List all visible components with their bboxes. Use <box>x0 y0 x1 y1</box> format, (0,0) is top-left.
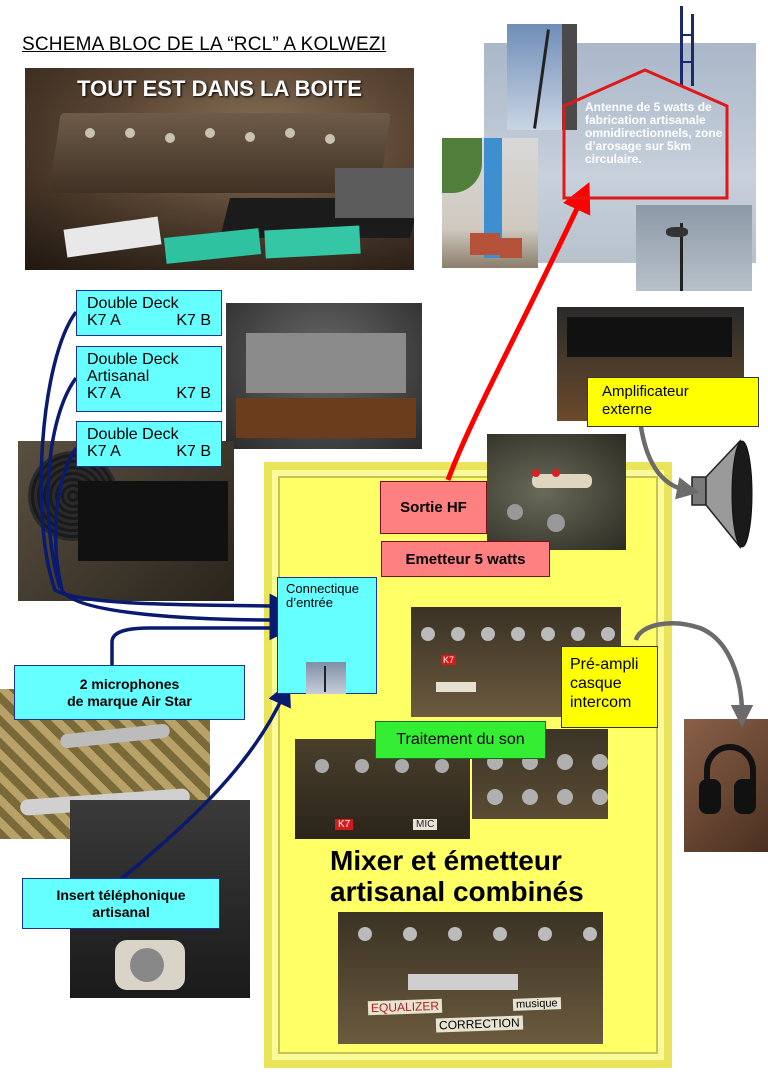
microphones-label: 2 microphones de marque Air Star <box>14 665 245 720</box>
k7-mark: K7 <box>441 655 457 665</box>
antenna-photo-dish <box>636 205 752 291</box>
deck-label-3: Double Deck K7 A K7 B <box>76 421 222 467</box>
deck-label-2: Double Deck Artisanal K7 A K7 B <box>76 346 222 412</box>
connectique-box: Connectique d’entrée <box>277 577 377 694</box>
antenna-photo-mast <box>507 24 577 130</box>
headphones-photo <box>684 719 768 852</box>
traitement-label: Traitement du son <box>375 721 546 759</box>
mic-mark: MIC <box>413 819 438 830</box>
deck-3-a: K7 A <box>87 443 121 460</box>
antenna-note: Antenne de 5 watts de fabrication artisa… <box>585 100 723 166</box>
insert-label: Insert téléphonique artisanal <box>22 878 220 929</box>
deck-3-title: Double Deck <box>87 426 179 443</box>
emetteur-label: Emetteur 5 watts <box>381 541 550 577</box>
musique-mark: musique <box>512 997 561 1011</box>
amplificateur-label: Amplificateur externe <box>587 377 759 427</box>
connectique-label: Connectique d’entrée <box>286 581 359 610</box>
page-title: SCHEMA BLOC DE LA “RCL” A KOLWEZI <box>22 34 387 55</box>
deck-2-a: K7 A <box>87 385 121 402</box>
antenna-photo-pole-base <box>442 138 538 268</box>
equalizer-mark: EQUALIZER <box>367 998 443 1016</box>
preampli-label: Pré-ampli casque intercom <box>561 646 658 728</box>
deck-label-1: Double Deck K7 A K7 B <box>76 290 222 336</box>
deck-1-title: Double Deck <box>87 295 179 312</box>
deck-2-title: Double Deck Artisanal <box>87 351 179 385</box>
cassette-box-photo: TOUT EST DANS LA BOITE <box>25 68 414 270</box>
deck-2-b: K7 B <box>176 385 211 402</box>
link-microphones <box>110 615 294 666</box>
equalizer-photo: EQUALIZER musique CORRECTION <box>338 912 603 1044</box>
transmitter-photo <box>487 434 626 550</box>
k7-mark-2: K7 <box>335 819 354 830</box>
antenna-mast-top <box>677 6 697 86</box>
box-photo-caption: TOUT EST DANS LA BOITE <box>77 76 362 101</box>
deck-3-b: K7 B <box>176 443 211 460</box>
deck-1-a: K7 A <box>87 312 121 329</box>
sortie-hf-label: Sortie HF <box>380 481 487 534</box>
mixer-title: Mixer et émetteur artisanal combinés <box>330 845 584 907</box>
correction-mark: CORRECTION <box>435 1015 523 1033</box>
speaker-icon <box>688 435 754 553</box>
connector-jack-photo <box>306 662 346 694</box>
deck-photo-1 <box>226 303 422 449</box>
deck-1-b: K7 B <box>176 312 211 329</box>
